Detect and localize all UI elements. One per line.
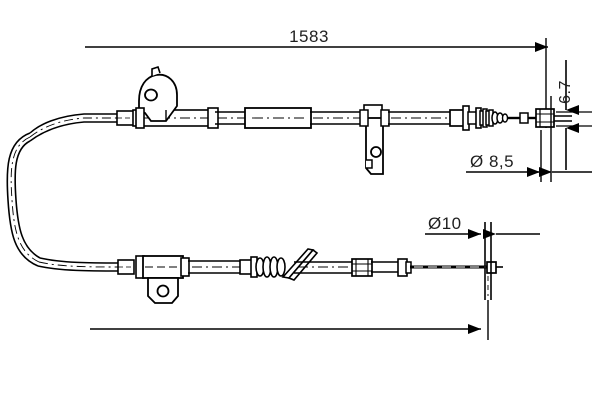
dimension-diameter-8-5 xyxy=(466,96,592,182)
upper-cable-end-fitting xyxy=(449,105,572,131)
upper-mounting-bracket xyxy=(135,65,178,129)
dimension-diameter-10 xyxy=(425,222,540,300)
label-overall-length: 1583 xyxy=(289,27,329,46)
lower-cable-boot xyxy=(239,256,286,278)
upper-hanging-bracket xyxy=(363,104,384,175)
lower-mounting-bracket xyxy=(135,255,190,304)
lower-cable-assembly xyxy=(37,248,503,304)
dimension-height-offset xyxy=(556,60,592,170)
label-height-offset: 6.7 xyxy=(557,80,574,104)
cable-u-bend xyxy=(6,132,41,267)
lower-cable-sleeve xyxy=(351,258,373,277)
dimension-lower-length xyxy=(90,300,489,340)
label-diameter-10: Ø10 xyxy=(428,214,462,233)
upper-cable-assembly xyxy=(29,65,572,175)
label-diameter-8-5: Ø 8,5 xyxy=(470,152,514,171)
